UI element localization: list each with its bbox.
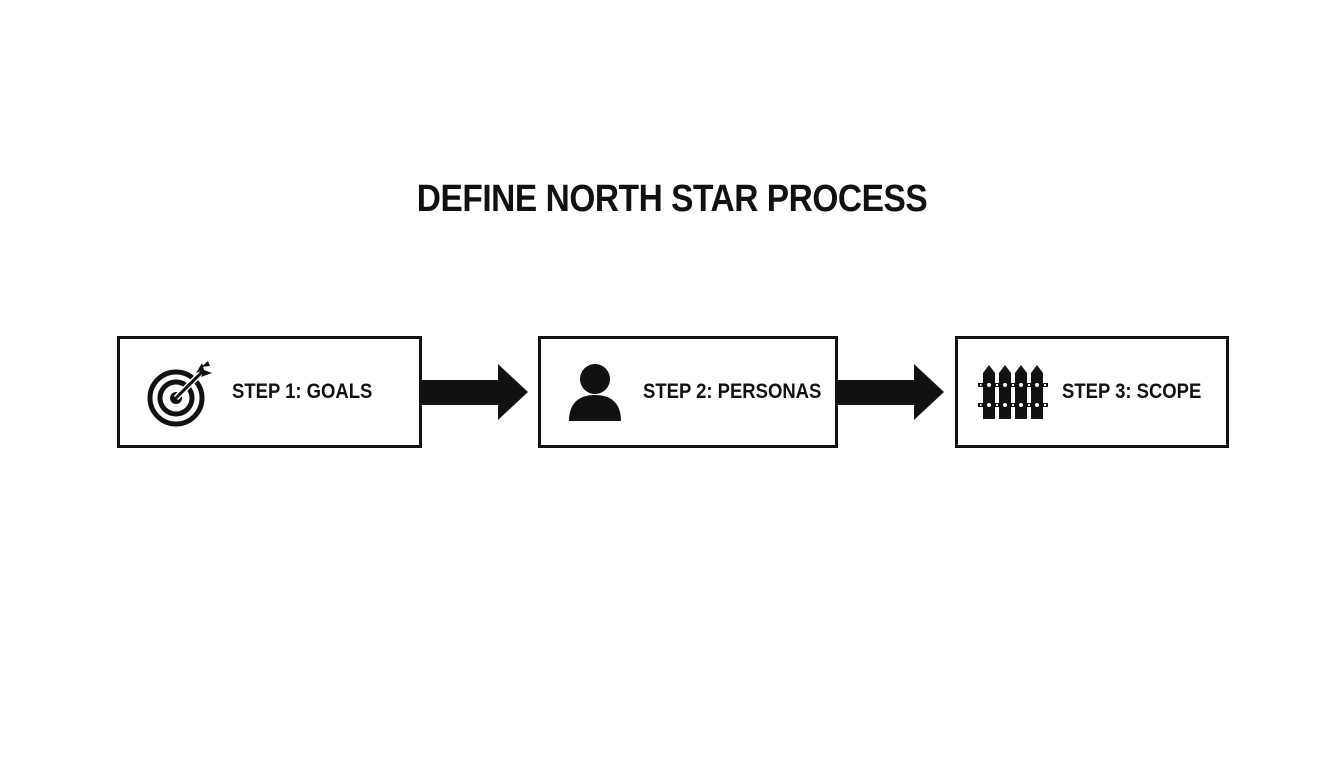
target-icon [147,361,212,427]
person-icon [569,364,621,421]
step-2-box: STEP 2: PERSONAS [538,336,838,448]
arrow-right-icon [420,364,528,420]
step-3-box: STEP 3: SCOPE [955,336,1229,448]
step-2-label: STEP 2: PERSONAS [643,380,822,403]
step-1-label: STEP 1: GOALS [232,380,373,403]
step-3-label: STEP 3: SCOPE [1062,380,1202,403]
arrow-right-icon [836,364,944,420]
fence-icon [978,365,1048,419]
page-title: DEFINE NORTH STAR PROCESS [416,178,928,220]
step-1-box: STEP 1: GOALS [117,336,422,448]
